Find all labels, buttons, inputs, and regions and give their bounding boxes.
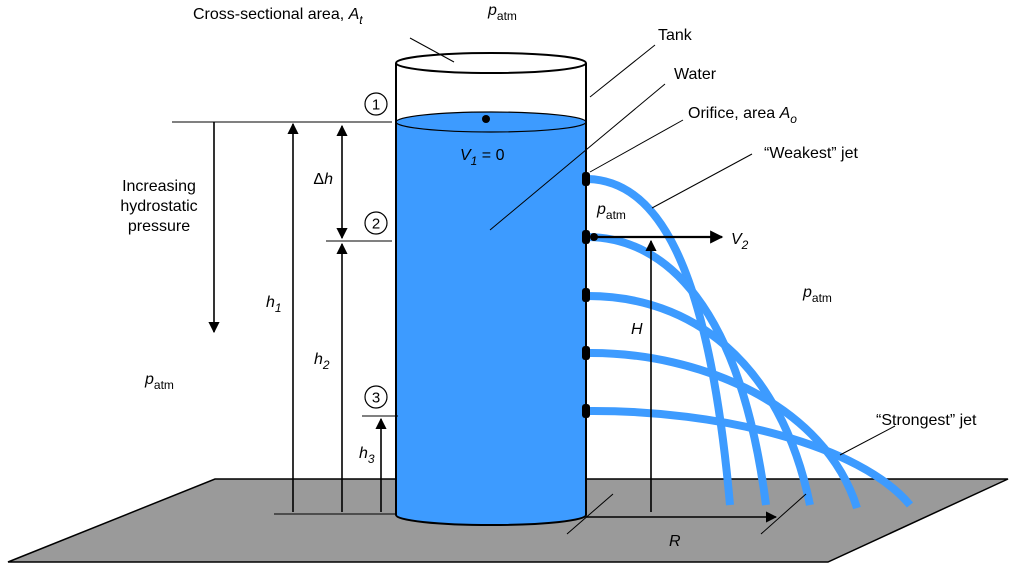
cross-section-label: Cross-sectional area, At <box>193 6 363 27</box>
station-1: 1 <box>364 92 388 116</box>
strongest-jet-label: “Strongest” jet <box>876 412 977 429</box>
tank-bottom-rim <box>395 514 587 526</box>
svg-text:1: 1 <box>372 97 380 114</box>
h2-label: h2 <box>314 351 330 372</box>
leader-lines <box>409 37 896 456</box>
svg-text:3: 3 <box>372 390 380 407</box>
patm-jet-label: patm <box>596 201 626 222</box>
v1-label: V1 = 0 <box>460 147 505 168</box>
water-surface <box>395 111 587 133</box>
station-3: 3 <box>364 385 388 409</box>
H-label: H <box>631 321 643 338</box>
svg-text:Increasing: Increasing <box>122 178 196 195</box>
water-label: Water <box>674 66 717 83</box>
svg-text:hydrostatic: hydrostatic <box>120 198 197 215</box>
orifices <box>582 172 590 418</box>
orifice-label: Orifice, area Ao <box>688 105 797 126</box>
svg-text:2: 2 <box>372 216 380 233</box>
R-label: R <box>669 533 681 550</box>
point-1 <box>482 115 490 123</box>
h3-label: h3 <box>359 445 375 466</box>
tank-top-rim <box>395 52 587 74</box>
svg-text:pressure: pressure <box>128 218 190 235</box>
delta-h-label: Δh <box>313 171 333 188</box>
patm-right-label: patm <box>802 284 832 305</box>
water-body <box>396 112 586 525</box>
weakest-jet-label: “Weakest” jet <box>764 145 859 162</box>
station-2: 2 <box>364 211 388 235</box>
tank-label: Tank <box>658 27 693 44</box>
h1-label: h1 <box>266 294 282 315</box>
increasing-pressure-label: Increasing hydrostatic pressure <box>120 178 197 235</box>
patm-top-label: patm <box>487 2 517 23</box>
v2-label: V2 <box>731 231 749 252</box>
patm-left-label: patm <box>144 371 174 392</box>
jets <box>587 175 914 510</box>
